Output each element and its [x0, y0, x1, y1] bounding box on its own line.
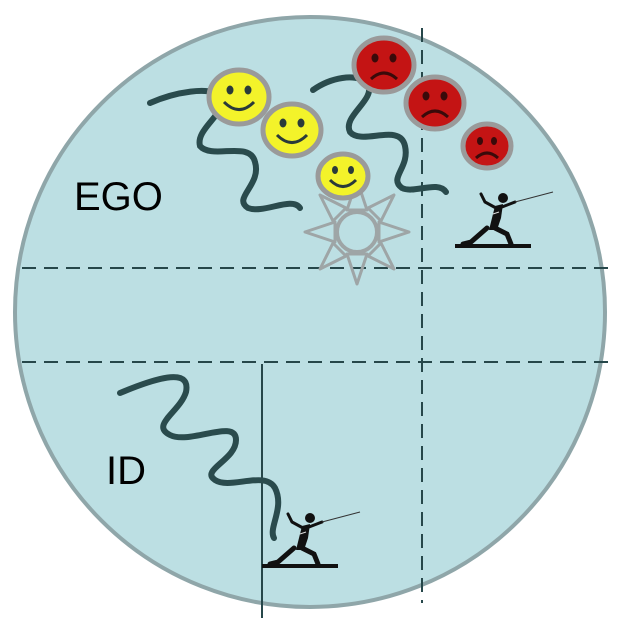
sad-face-icon	[460, 121, 514, 171]
psyche-circle	[13, 15, 607, 609]
smiley-face-icon	[315, 151, 371, 201]
sad-face-icon	[351, 35, 417, 95]
sad-face-icon	[403, 74, 467, 132]
smiley-face-icon	[206, 67, 272, 127]
happy-face-chain	[206, 67, 371, 201]
id-label: ID	[106, 449, 146, 493]
smiley-face-icon	[260, 101, 324, 159]
id-squiggle	[117, 374, 282, 541]
ego-label: EGO	[74, 175, 163, 219]
sun-icon	[303, 178, 411, 286]
sad-face-chain	[351, 35, 514, 171]
